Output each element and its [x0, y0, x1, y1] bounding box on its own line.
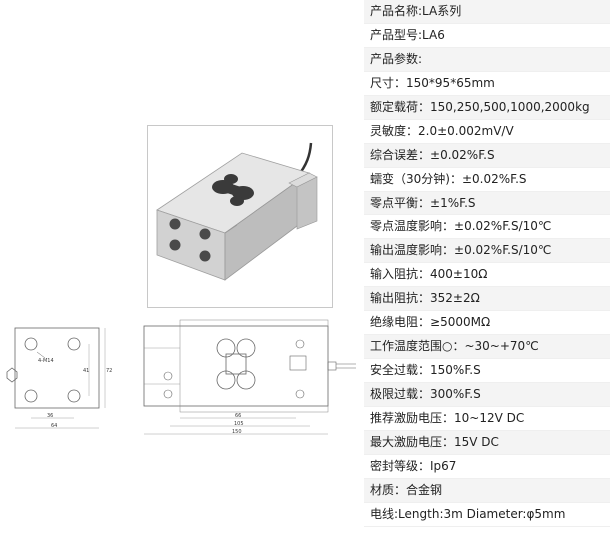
spec-value: ≥5000MΩ — [430, 315, 491, 330]
spec-label: 零点平衡： — [370, 195, 431, 210]
side-view-drawing: 4-M14 41 72 36 64 — [6, 327, 112, 429]
spec-row: 材质：合金钢 — [364, 478, 610, 503]
spec-value: 150*95*65mm — [406, 75, 495, 90]
spec-value: ±0.02%F.S — [461, 171, 527, 186]
spec-label: 输出温度影响： — [370, 243, 455, 258]
spec-label: 灵敏度： — [370, 123, 419, 138]
spec-label: 输出阻抗： — [370, 291, 431, 306]
spec-label: 推荐激励电压： — [370, 410, 455, 425]
spec-value: Length:3m Diameter:φ5mm — [398, 506, 566, 521]
spec-value: Ip67 — [430, 458, 457, 473]
spec-value: ±0.02%F.S/10℃ — [454, 243, 552, 258]
spec-row: 蠕变（30分钟)：±0.02%F.S — [364, 168, 610, 192]
spec-value: ±0.02%F.S/10℃ — [454, 219, 552, 234]
product-photo — [147, 125, 333, 308]
top-view-drawing: 66 105 150 — [143, 319, 356, 435]
spec-row: 输出阻抗：352±2Ω — [364, 287, 610, 312]
spec-value: LA6 — [422, 27, 445, 42]
spec-label: 密封等级： — [370, 458, 431, 473]
spec-label: 尺寸： — [370, 75, 407, 90]
dim-64: 64 — [51, 423, 57, 429]
spec-label: 极限过载： — [370, 387, 431, 401]
dim-150: 150 — [232, 429, 242, 435]
spec-row: 密封等级：Ip67 — [364, 455, 610, 479]
dim-36: 36 — [47, 413, 53, 419]
spec-label: 电线: — [370, 506, 399, 521]
spec-value: 352±2Ω — [430, 291, 480, 306]
spec-value: 2.0±0.002mV/V — [418, 123, 514, 138]
spec-value: ~30~+70℃ — [464, 339, 539, 354]
dim-105: 105 — [234, 421, 244, 427]
spec-label: 产品参数: — [370, 51, 423, 66]
spec-row: 零点温度影响：±0.02%F.S/10℃ — [364, 215, 610, 240]
spec-row: 工作温度范围○：~30~+70℃ — [364, 335, 610, 360]
spec-list: 产品名称:LA系列 产品型号:LA6 产品参数: 尺寸：150*95*65mm … — [364, 0, 610, 541]
spec-row: 绝缘电阻：≥5000MΩ — [364, 311, 610, 336]
spec-row: 产品参数: — [364, 47, 610, 72]
spec-label: 产品名称: — [370, 4, 423, 18]
spec-value: 150,250,500,1000,2000kg — [430, 99, 590, 114]
spec-row: 尺寸：150*95*65mm — [364, 72, 610, 96]
spec-row: 产品名称:LA系列 — [364, 0, 610, 24]
spec-row: 综合误差：±0.02%F.S — [364, 143, 610, 168]
dim-72: 72 — [106, 368, 112, 374]
spec-row: 灵敏度：2.0±0.002mV/V — [364, 120, 610, 144]
spec-value: 300%F.S — [430, 387, 481, 401]
spec-label: 绝缘电阻： — [370, 315, 431, 330]
spec-label: 材质： — [370, 482, 407, 497]
spec-value: ±1%F.S — [430, 195, 476, 210]
dim-41: 41 — [83, 368, 89, 374]
spec-value: 10~12V DC — [454, 410, 525, 425]
spec-row: 额定载荷：150,250,500,1000,2000kg — [364, 95, 610, 120]
spec-row: 最大激励电压：15V DC — [364, 430, 610, 455]
spec-row: 电线:Length:3m Diameter:φ5mm — [364, 503, 610, 527]
spec-row: 零点平衡：±1%F.S — [364, 191, 610, 216]
spec-label: 额定载荷： — [370, 99, 431, 114]
dim-66: 66 — [235, 413, 241, 419]
spec-row: 安全过载：150%F.S — [364, 359, 610, 383]
thread-label: 4-M14 — [38, 358, 54, 364]
spec-label: 产品型号: — [370, 27, 423, 42]
spec-label: 工作温度范围○： — [370, 339, 465, 354]
spec-row: 输出温度影响：±0.02%F.S/10℃ — [364, 239, 610, 264]
spec-row: 极限过载：300%F.S — [364, 383, 610, 407]
spec-value: 400±10Ω — [430, 267, 488, 282]
spec-label: 最大激励电压： — [370, 434, 455, 449]
spec-value: 150%F.S — [430, 363, 481, 378]
spec-value: LA系列 — [422, 4, 462, 18]
spec-value: 合金钢 — [406, 482, 443, 497]
spec-label: 输入阻抗： — [370, 267, 431, 282]
spec-row: 产品型号:LA6 — [364, 24, 610, 48]
spec-row: 输入阻抗：400±10Ω — [364, 263, 610, 288]
spec-value: ±0.02%F.S — [430, 147, 495, 162]
spec-label: 安全过载： — [370, 363, 431, 378]
spec-label: 蠕变（30分钟)： — [370, 171, 462, 186]
spec-label: 综合误差： — [370, 147, 431, 162]
spec-row: 推荐激励电压：10~12V DC — [364, 407, 610, 431]
spec-label: 零点温度影响： — [370, 219, 455, 234]
spec-value: 15V DC — [454, 434, 499, 449]
